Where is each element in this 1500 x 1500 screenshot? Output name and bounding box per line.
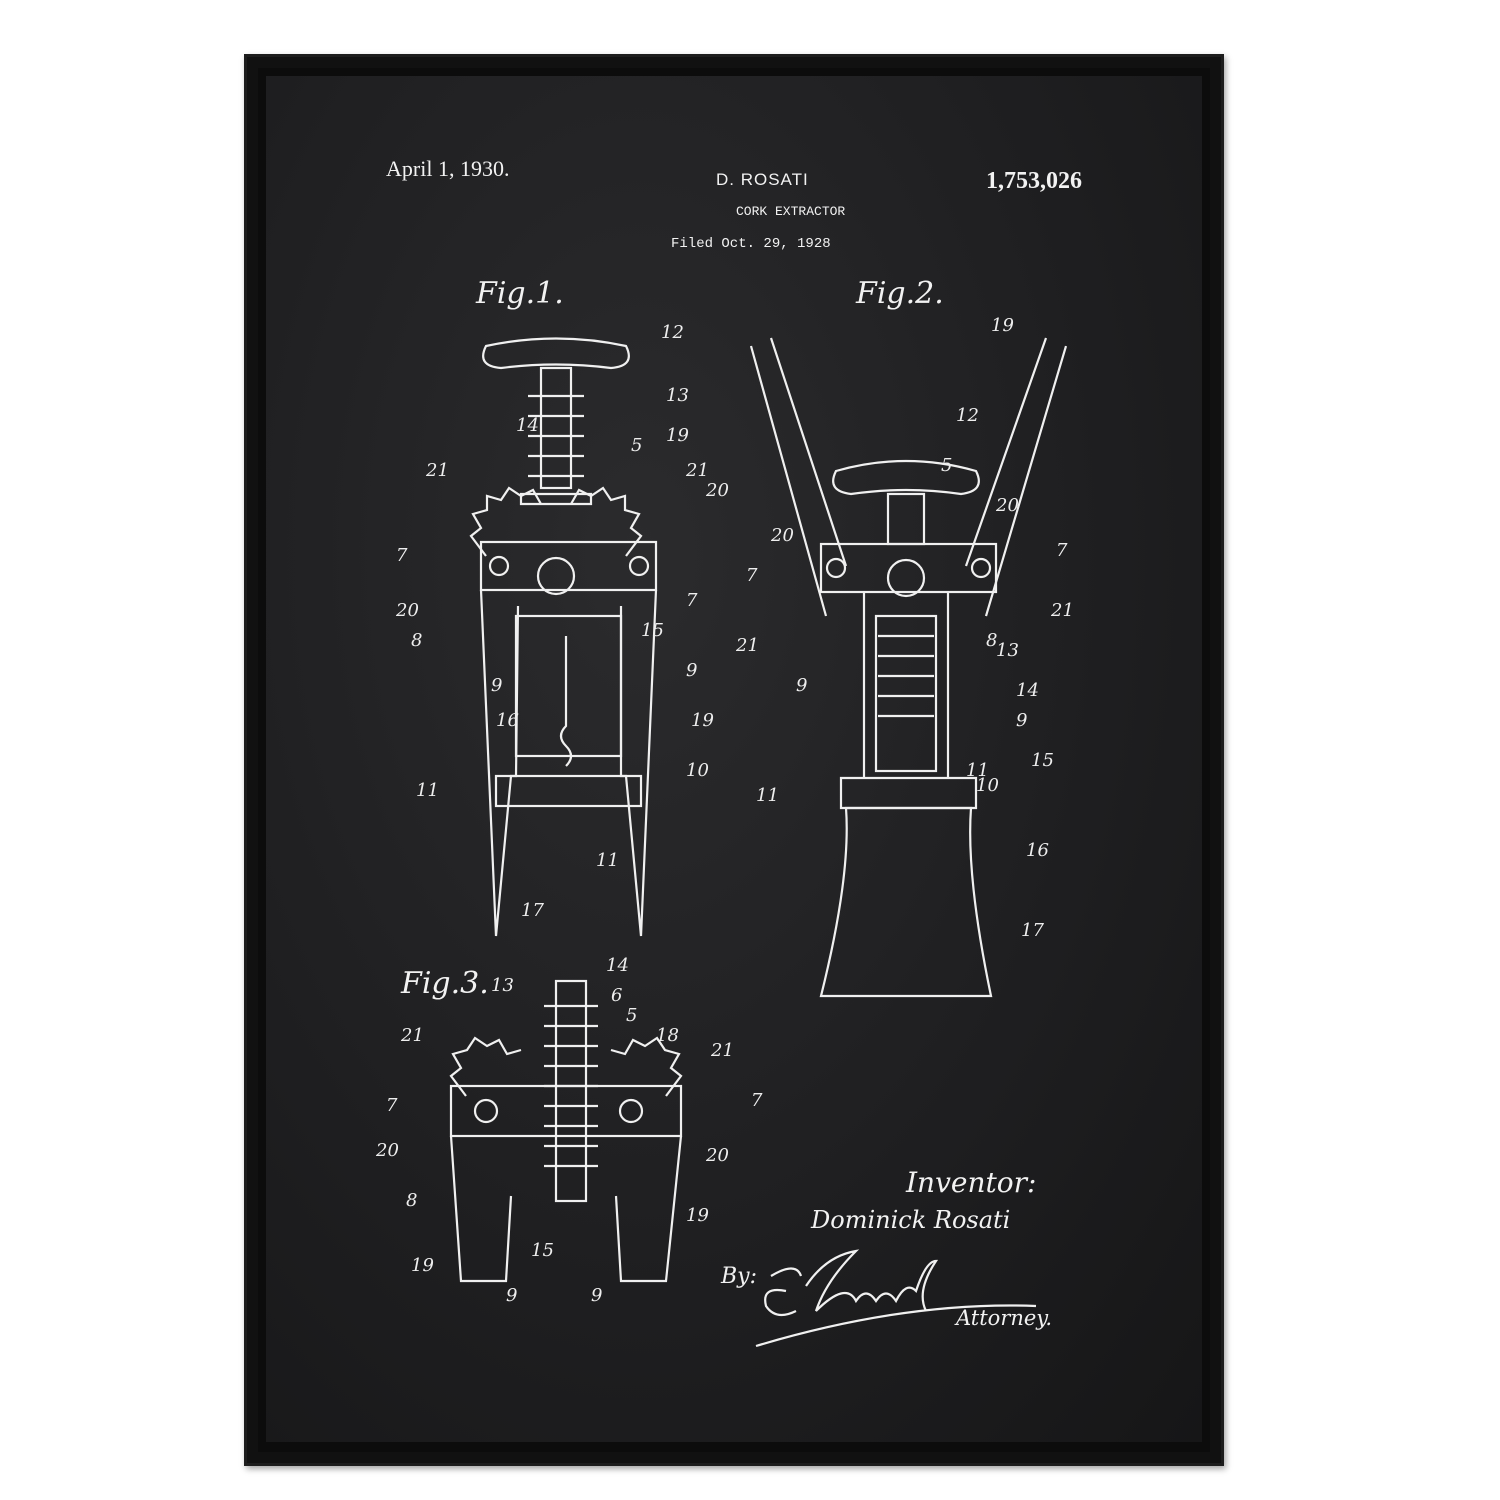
fig3-numeral: 9 [591, 1285, 602, 1306]
fig3-numeral: 19 [411, 1255, 434, 1276]
fig1-numeral: 21 [685, 460, 709, 481]
patent-drawings [449, 337, 1068, 1283]
fig2-numeral: 16 [1026, 840, 1049, 861]
fig2-numeral: 20 [995, 495, 1019, 516]
fig2-numeral: 11 [756, 785, 779, 806]
fig1-numeral: 20 [395, 600, 419, 621]
fig3-numeral: 21 [400, 1025, 424, 1046]
fig2-numeral: 17 [1021, 920, 1044, 941]
fig2-numeral: 9 [796, 675, 807, 696]
fig1-numeral: 12 [661, 322, 684, 343]
fig2-numeral: 8 [986, 630, 997, 651]
fig3-numeral: 21 [710, 1040, 734, 1061]
figure-2-drawing [749, 337, 1068, 998]
fig1-numeral: 5 [631, 435, 642, 456]
fig2-numeral: 5 [941, 455, 952, 476]
patent-title: CORK EXTRACTOR [736, 204, 846, 219]
fig1-numeral: 19 [691, 710, 714, 731]
fig2-numeral: 14 [1016, 680, 1039, 701]
fig3-numeral: 18 [656, 1025, 679, 1046]
fig1-numeral: 10 [686, 760, 709, 781]
fig2-numeral: 13 [996, 640, 1019, 661]
fig3-numeral: 13 [491, 975, 514, 996]
fig1-numeral: 7 [686, 590, 698, 611]
fig1-numeral: 9 [686, 660, 697, 681]
inventor-short: D. ROSATI [716, 170, 809, 189]
fig3-numeral: 7 [751, 1090, 763, 1111]
fig1-numeral: 13 [666, 385, 689, 406]
fig3-numeral: 5 [626, 1005, 637, 1026]
inventor-heading: Inventor: [906, 1166, 1037, 1199]
attorney-signature [755, 1249, 1037, 1348]
fig1-numeral: 11 [596, 850, 619, 871]
fig3-numeral: 14 [606, 955, 629, 976]
patent-poster: April 1, 1930. D. ROSATI 1,753,026 CORK … [266, 76, 1202, 1442]
fig3-numeral: 7 [386, 1095, 398, 1116]
fig2-numeral: 15 [1031, 750, 1054, 771]
patent-date: April 1, 1930. [386, 156, 510, 181]
fig1-numeral: 20 [705, 480, 729, 501]
fig2-numeral: 19 [666, 425, 689, 446]
figure-1-drawing [469, 337, 658, 937]
fig2-numeral: 7 [1056, 540, 1068, 561]
fig1-numeral: 15 [641, 620, 664, 641]
fig1-label: Fig.1. [476, 276, 564, 311]
fig1-numeral: 21 [425, 460, 449, 481]
fig2-numeral: 21 [1050, 600, 1074, 621]
fig2-label: Fig.2. [856, 276, 944, 311]
fig3-label: Fig.3. [401, 966, 489, 1001]
fig3-numeral: 6 [611, 985, 622, 1006]
patent-number: 1,753,026 [986, 168, 1082, 194]
fig3-numeral: 19 [686, 1205, 709, 1226]
fig2-numeral: 7 [746, 565, 758, 586]
fig2-numeral: 19 [991, 315, 1014, 336]
fig2-numeral: 21 [735, 635, 759, 656]
fig2-numeral: 12 [956, 405, 979, 426]
fig2-numeral: 11 [966, 760, 989, 781]
fig1-numeral: 17 [521, 900, 544, 921]
fig3-numeral: 20 [705, 1145, 729, 1166]
fig1-numeral: 9 [491, 675, 502, 696]
fig3-numeral: 15 [531, 1240, 554, 1261]
fig1-numeral: 7 [396, 545, 408, 566]
fig2-numeral: 10 [976, 775, 999, 796]
fig1-numeral: 14 [516, 415, 539, 436]
fig2-numeral: 20 [770, 525, 794, 546]
figure-3-drawing [449, 979, 683, 1283]
fig1-numeral: 8 [411, 630, 422, 651]
fig2-numeral: 9 [1016, 710, 1027, 731]
by-label: By: [721, 1264, 758, 1289]
filed-date: Filed Oct. 29, 1928 [671, 236, 831, 252]
fig3-numeral: 20 [375, 1140, 399, 1161]
inventor-name: Dominick Rosati [811, 1206, 1011, 1234]
fig3-numeral: 9 [506, 1285, 517, 1306]
attorney-label: Attorney. [956, 1306, 1053, 1330]
fig3-numeral: 8 [406, 1190, 417, 1211]
fig1-numeral: 11 [416, 780, 439, 801]
fig1-numeral: 16 [496, 710, 519, 731]
